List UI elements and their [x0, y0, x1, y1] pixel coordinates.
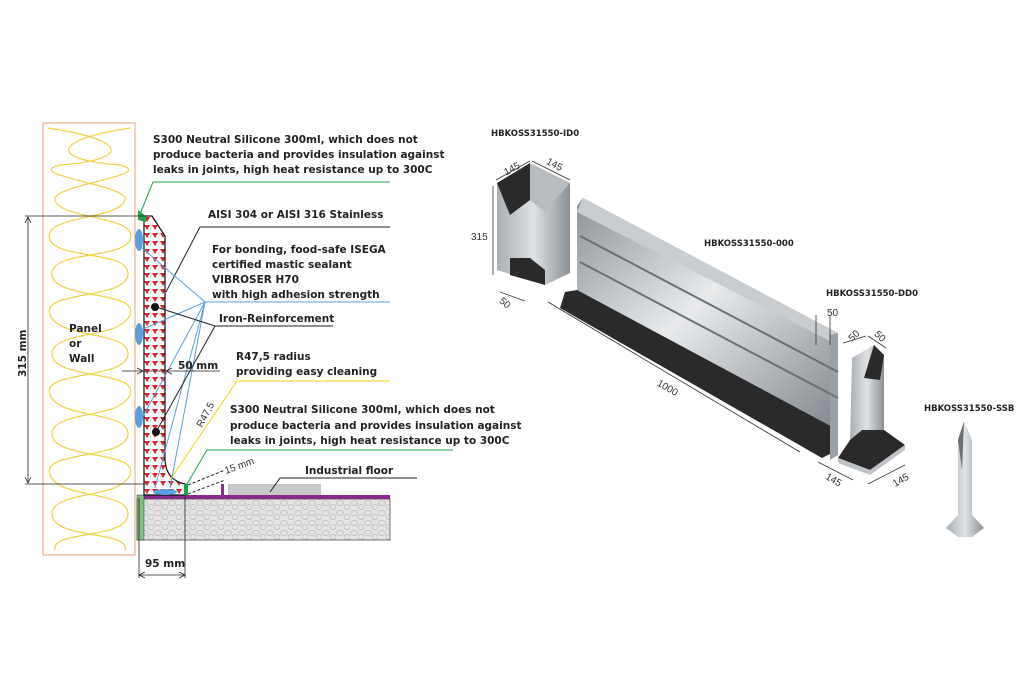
svg-text:315: 315 — [471, 232, 488, 243]
svg-text:145: 145 — [544, 156, 564, 174]
svg-text:HBKOSS31550-000: HBKOSS31550-000 — [704, 239, 794, 249]
svg-text:50: 50 — [827, 308, 839, 319]
skirting-profile — [135, 210, 188, 496]
thickness-dim: 50 mm — [178, 360, 218, 372]
svg-text:providing easy cleaning: providing easy cleaning — [236, 366, 377, 378]
svg-text:VIBROSER H70: VIBROSER H70 — [212, 274, 299, 286]
svg-text:or: or — [69, 338, 82, 350]
silicone-bottom-label: S300 Neutral Silicone 300ml, which does … — [230, 404, 522, 447]
svg-text:50: 50 — [497, 296, 513, 312]
svg-text:1000: 1000 — [655, 378, 680, 399]
svg-text:S300 Neutral Silicone 300ml, w: S300 Neutral Silicone 300ml, which does … — [153, 134, 418, 146]
panel-label: Panel or Wall — [69, 323, 102, 365]
straight-product: HBKOSS31550-000 1000 50 — [547, 198, 839, 460]
svg-text:leaks in joints, high heat res: leaks in joints, high heat resistance up… — [230, 435, 510, 447]
end-piece-product: HBKOSS31550-SSB — [924, 404, 1014, 537]
svg-text:HBKOSS31550-ID0: HBKOSS31550-ID0 — [491, 129, 579, 139]
svg-text:50: 50 — [872, 329, 888, 345]
svg-text:Wall: Wall — [69, 353, 95, 365]
silicone-top-label: S300 Neutral Silicone 300ml, which does … — [153, 134, 445, 176]
stainless-label: AISI 304 or AISI 316 Stainless — [208, 209, 383, 221]
bonding-label: For bonding, food-safe ISEGA certified m… — [212, 244, 387, 301]
svg-text:145: 145 — [891, 472, 911, 490]
svg-text:produce bacteria and provides: produce bacteria and provides insulation… — [153, 149, 445, 161]
outer-corner-product: HBKOSS31550-DD0 50 50 145 145 — [817, 289, 918, 490]
dimension-lines — [24, 215, 220, 579]
depth-dim: 95 mm — [145, 558, 185, 570]
svg-text:HBKOSS31550-SSB: HBKOSS31550-SSB — [924, 404, 1014, 414]
inner-corner-product: HBKOSS31550-ID0 145 145 315 50 — [471, 129, 579, 312]
svg-text:145: 145 — [823, 472, 843, 490]
svg-text:50: 50 — [847, 328, 863, 344]
reinforcement-label: Iron-Reinforcement — [219, 313, 334, 325]
svg-text:with high adhesion strength: with high adhesion strength — [212, 289, 380, 301]
panel-wall — [42, 122, 136, 556]
svg-text:R47,5 radius: R47,5 radius — [236, 351, 311, 363]
svg-text:produce bacteria and provides: produce bacteria and provides insulation… — [230, 420, 522, 432]
svg-text:Panel: Panel — [69, 323, 102, 335]
svg-text:certified mastic sealant: certified mastic sealant — [212, 259, 352, 271]
floor-label: Industrial floor — [305, 465, 394, 477]
svg-text:For bonding, food-safe ISEGA: For bonding, food-safe ISEGA — [212, 244, 387, 256]
height-dim: 315 mm — [17, 329, 29, 377]
leader-lines — [139, 181, 453, 495]
svg-text:HBKOSS31550-DD0: HBKOSS31550-DD0 — [826, 289, 918, 299]
svg-text:S300 Neutral Silicone 300ml, w: S300 Neutral Silicone 300ml, which does … — [230, 404, 495, 416]
gap-dim: 15 mm — [223, 456, 255, 477]
svg-text:leaks in joints, high heat res: leaks in joints, high heat resistance up… — [153, 164, 433, 176]
floor — [136, 484, 391, 541]
radius-label: R47,5 radius providing easy cleaning — [236, 351, 377, 378]
